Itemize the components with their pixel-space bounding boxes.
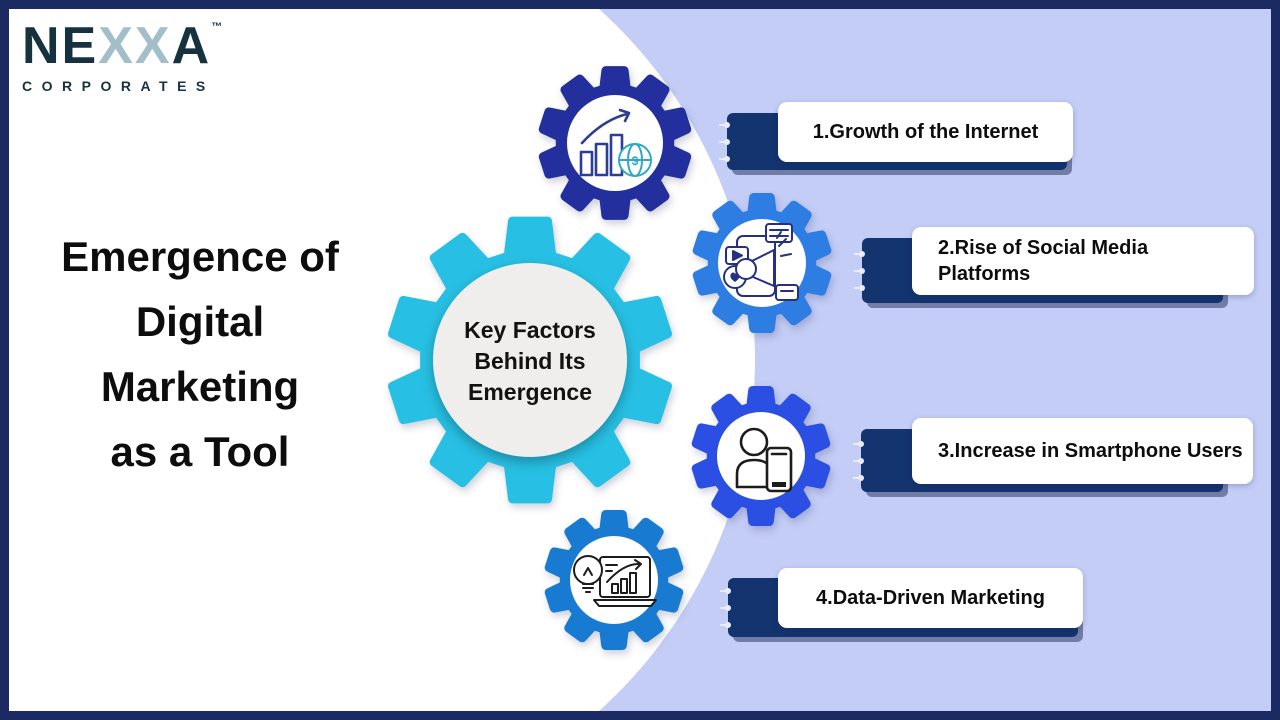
person-smartphone-icon [735,427,793,493]
social-media-megaphone-icon [723,223,799,301]
globe-dollar-icon: $ [618,143,652,177]
pin-icon [854,267,865,274]
pin-icon [719,121,730,128]
title-line-3: Marketing [100,363,300,410]
pin-icon [854,284,865,291]
factor-4-label-text: 4.Data-Driven Marketing [816,587,1045,609]
pin-icon [720,587,731,594]
central-gear-line-3: Emergence [467,379,592,405]
factor-3-pins [853,429,864,492]
pin-icon [719,155,730,162]
factor-2-gear [692,193,832,333]
pin-icon [720,621,731,628]
logo-text-ne: NE [22,17,99,75]
factor-2-label-text: 2.Rise of Social Media Platforms [938,237,1149,285]
central-gear-hub [433,263,627,457]
factor-4-label: 4.Data-Driven Marketing [778,568,1083,628]
svg-text:$: $ [632,154,639,168]
title-line-4: as a Tool [110,428,290,475]
title-line-2: Digital [135,298,265,345]
pin-icon [853,474,864,481]
title-line-1: Emergence of [61,233,339,280]
factor-1-gear: $ [538,66,692,220]
central-gear-text: Key Factors Behind Its Emergence [433,315,627,408]
pin-icon [853,457,864,464]
pin-icon [719,138,730,145]
pin-icon [853,440,864,447]
factor-3-gear [691,386,831,526]
pin-icon [720,604,731,611]
central-gear [388,216,672,504]
logo-text-a: A [171,17,212,75]
factor-2-pins [854,238,865,303]
factor-1-label-text: 1.Growth of the Internet [812,121,1039,143]
pin-icon [854,250,865,257]
logo-chevrons-xx: XX [98,17,172,75]
factor-2-label: 2.Rise of Social Media Platforms [912,227,1254,295]
factor-1-label: 1.Growth of the Internet [778,102,1073,162]
factor-3-label: 3.Increase in Smartphone Users [912,418,1253,484]
factor-3-label-text: 3.Increase in Smartphone Users [938,440,1243,462]
page-title: Emergence of Digital Marketing as a Tool [0,224,400,484]
central-gear-line-1: Key Factors [464,317,596,343]
factor-4-gear [544,510,684,650]
factor-1-pins [719,113,730,170]
trademark-symbol: ™ [211,21,223,33]
factor-4-pins [720,578,731,637]
central-gear-line-2: Behind Its [474,348,586,374]
bulb-laptop-analytics-icon [573,555,657,607]
logo-subtitle: CORPORATES [22,78,215,94]
